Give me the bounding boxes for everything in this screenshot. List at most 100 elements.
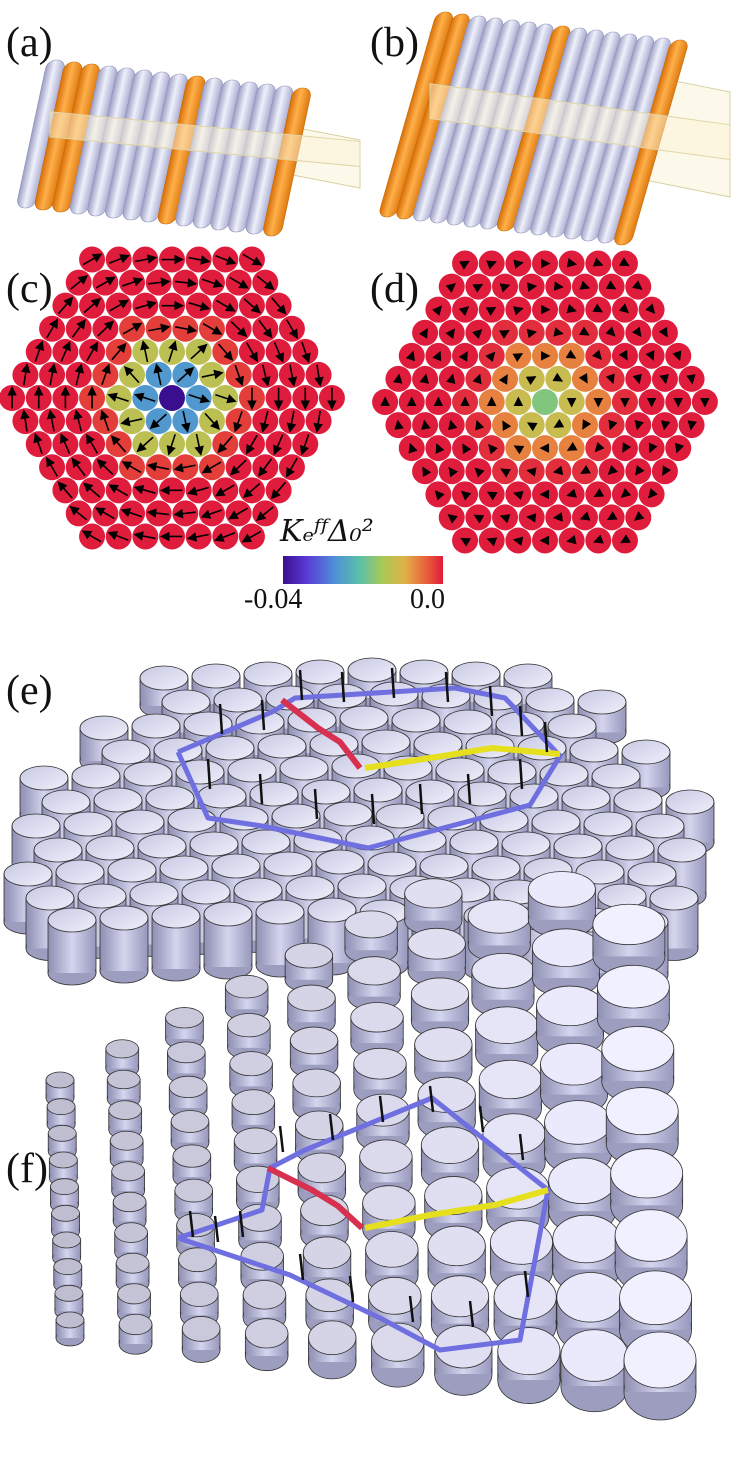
cylinder-top — [619, 1270, 692, 1326]
director-arrow — [647, 488, 658, 499]
director-arrow — [607, 464, 618, 476]
director-arrow — [190, 343, 208, 360]
director-arrow — [95, 276, 116, 289]
director-arrow — [474, 467, 485, 478]
director-arrow — [633, 511, 645, 521]
director-arrow — [121, 461, 142, 474]
director-arrow — [593, 534, 604, 544]
cylinder-top — [475, 1006, 539, 1044]
director-arrow — [418, 327, 428, 339]
cylinder-top — [115, 809, 165, 835]
director-arrow — [527, 282, 538, 292]
cylinder-top — [592, 903, 666, 946]
cylinder-top — [271, 803, 321, 829]
director-arrow — [215, 255, 237, 265]
cylinder-top — [123, 761, 173, 787]
director-arrow — [122, 322, 143, 335]
director-arrow — [459, 260, 470, 270]
director-arrow — [71, 457, 86, 477]
cylinder-top — [11, 813, 61, 839]
director-arrow — [140, 340, 150, 363]
director-stick — [466, 773, 472, 805]
director-arrow — [419, 373, 430, 384]
director-arrow — [57, 481, 73, 499]
cylinder-top — [657, 837, 707, 863]
cylinder-top — [540, 1042, 609, 1086]
cylinder-top — [547, 713, 597, 739]
director-arrow — [201, 278, 224, 288]
director-arrow — [645, 303, 656, 314]
cylinder-top — [497, 1327, 561, 1376]
director-stick — [488, 685, 494, 717]
cylinder-top — [591, 763, 641, 789]
director-arrow — [82, 253, 103, 266]
director-arrow — [432, 305, 443, 316]
director-arrow — [513, 490, 524, 501]
director-arrow — [201, 369, 224, 380]
director-arrow — [608, 419, 618, 431]
cylinder-top — [48, 1151, 78, 1169]
director-arrow — [242, 482, 261, 499]
director-arrow — [233, 410, 243, 433]
director-arrow — [94, 507, 115, 520]
disk — [532, 389, 558, 415]
cylinder-top — [635, 813, 685, 839]
cylinder-top — [233, 877, 283, 903]
director-arrow — [273, 341, 284, 363]
director-arrow — [174, 324, 198, 334]
cylinder-top — [235, 709, 285, 735]
cylinder-top — [137, 833, 187, 859]
director-arrow — [445, 283, 457, 293]
director-arrow — [57, 296, 74, 315]
cylinder-top — [197, 783, 247, 809]
cylinder-top — [362, 1185, 416, 1221]
director-arrow — [134, 254, 158, 264]
cut-plane-front — [49, 111, 361, 168]
director-stick — [238, 1210, 245, 1238]
director-arrow — [314, 364, 324, 387]
director-arrow — [394, 419, 404, 430]
director-arrow — [472, 328, 483, 340]
cylinder-top — [548, 1157, 617, 1204]
cylinder-top — [129, 881, 179, 907]
director-arrow — [153, 363, 163, 386]
director-stick — [378, 1095, 385, 1123]
director-arrow — [194, 433, 204, 456]
director-arrow — [181, 410, 191, 433]
cylinder-top — [605, 1087, 679, 1136]
director-arrow — [582, 419, 592, 430]
cylinder-top — [47, 1124, 77, 1142]
director-arrow — [552, 465, 564, 476]
director-arrow — [166, 434, 176, 456]
director-arrow — [620, 534, 631, 544]
director-arrow — [245, 434, 258, 455]
cylinder-top — [613, 787, 663, 813]
director-arrow — [488, 444, 499, 455]
director-arrow — [498, 374, 508, 385]
director-arrow — [660, 420, 671, 431]
director-stick — [340, 671, 346, 703]
director-arrow — [273, 434, 284, 456]
director-arrow — [526, 513, 537, 523]
cylinder-top — [203, 901, 253, 927]
director-arrow — [241, 530, 262, 543]
cylinder-top — [424, 1176, 483, 1216]
cylinder-top — [51, 1204, 80, 1222]
director-arrow — [566, 258, 578, 268]
director-arrow — [123, 366, 140, 384]
cylinder-top — [552, 1214, 621, 1264]
director-arrow — [229, 459, 247, 476]
cylinder-top — [118, 1313, 153, 1336]
cylinder-top — [54, 1284, 84, 1302]
director-stick — [258, 773, 264, 805]
director-arrow — [525, 376, 537, 386]
director-arrow — [133, 531, 156, 541]
cylinder-top — [191, 663, 241, 689]
cylinder-top — [292, 1068, 341, 1098]
director-arrow — [285, 457, 298, 478]
cylinder-top — [71, 763, 121, 789]
director-arrow — [618, 257, 630, 267]
cylinder-top — [227, 1013, 271, 1038]
cylinder-top — [307, 897, 357, 923]
cylinder-top — [107, 857, 157, 883]
